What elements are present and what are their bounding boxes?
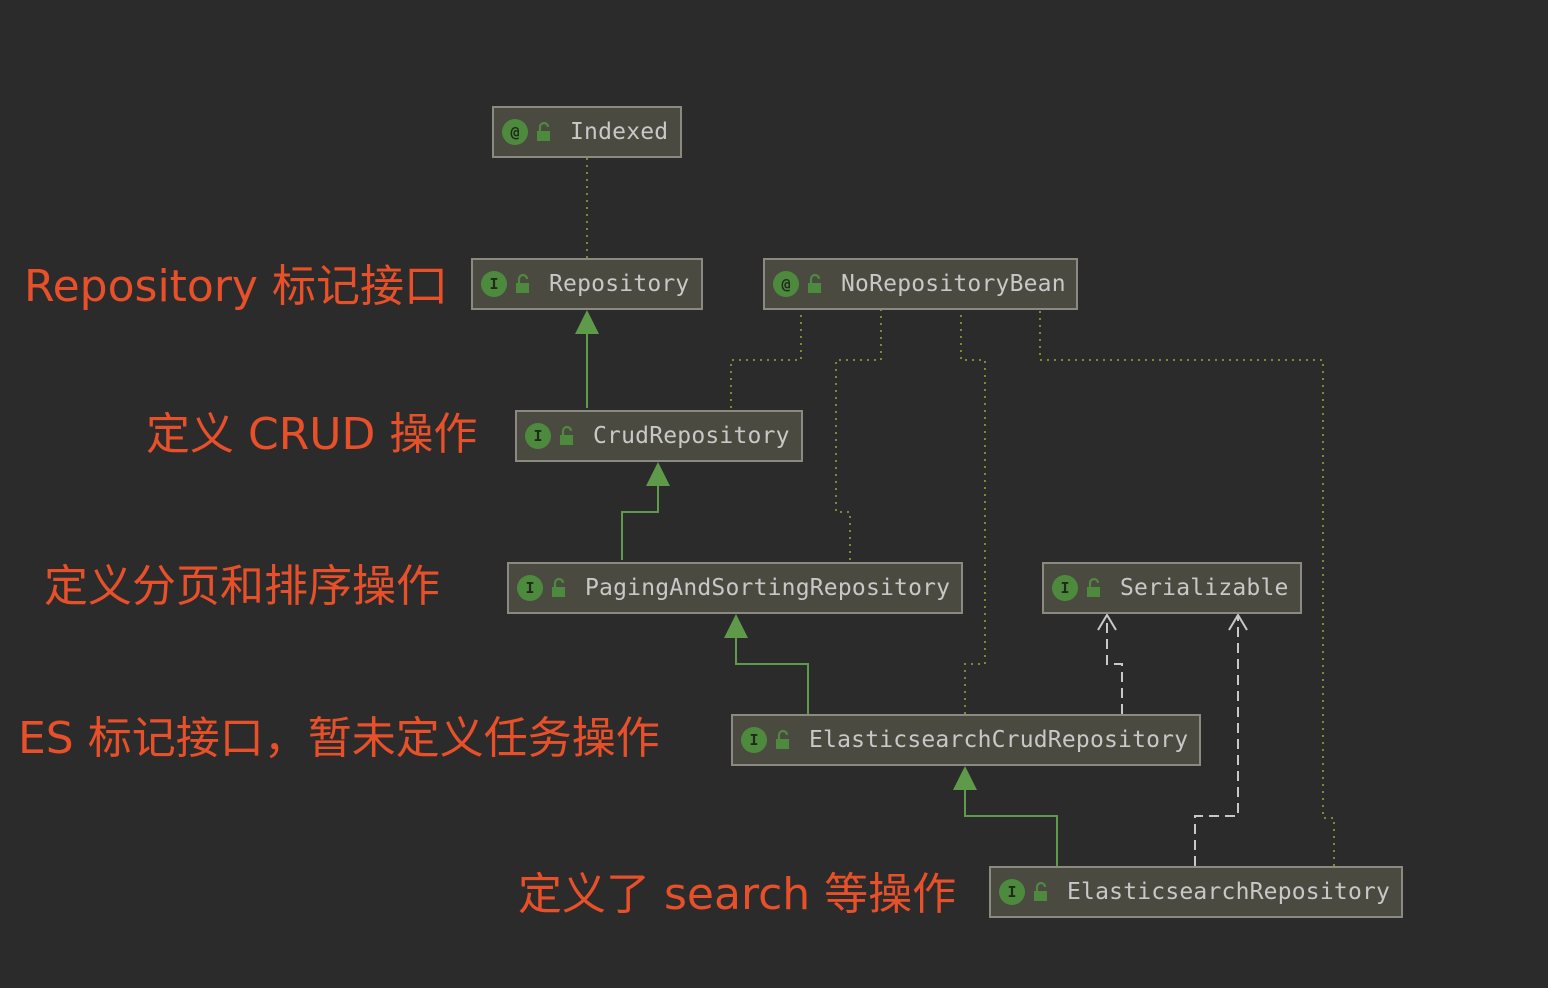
dependency-links bbox=[1106, 616, 1239, 866]
node-name: NoRepositoryBean bbox=[841, 271, 1066, 297]
node-repository[interactable]: I Repository bbox=[471, 258, 703, 310]
node-pagingandsortingrepository[interactable]: I PagingAndSortingRepository bbox=[507, 562, 963, 614]
node-crudrepository[interactable]: I CrudRepository bbox=[515, 410, 803, 462]
annotation-links bbox=[586, 158, 1335, 866]
node-norepositorybean[interactable]: @ NoRepositoryBean bbox=[763, 258, 1078, 310]
annotation-es-crud: ES 标记接口，暂未定义任务操作 bbox=[18, 713, 660, 764]
node-name: CrudRepository bbox=[593, 423, 790, 449]
interface-icon: I bbox=[517, 575, 543, 601]
link-esrepo-serializable bbox=[1194, 616, 1239, 866]
interface-icon: I bbox=[481, 271, 507, 297]
node-name: Indexed bbox=[570, 119, 669, 145]
annotation-paging: 定义分页和排序操作 bbox=[44, 561, 440, 612]
link-paging-crud bbox=[621, 484, 659, 560]
link-escrud-norepositorybean bbox=[960, 310, 986, 714]
node-elasticsearchcrudrepository[interactable]: I ElasticsearchCrudRepository bbox=[731, 714, 1201, 766]
dependency-arrowheads bbox=[1097, 613, 1248, 631]
annotation-crud: 定义 CRUD 操作 bbox=[146, 409, 478, 460]
lock-open-icon bbox=[513, 273, 535, 295]
lock-open-icon bbox=[557, 425, 579, 447]
annotation-es-repo: 定义了 search 等操作 bbox=[518, 869, 957, 920]
interface-icon: I bbox=[999, 879, 1025, 905]
lock-open-icon bbox=[1084, 577, 1106, 599]
node-indexed[interactable]: @ Indexed bbox=[492, 106, 682, 158]
node-name: Serializable bbox=[1120, 575, 1289, 601]
extends-arrowheads bbox=[575, 310, 977, 790]
link-crud-norepositorybean bbox=[730, 310, 802, 408]
arrowhead-crud-repository bbox=[575, 310, 599, 334]
interface-icon: I bbox=[741, 727, 767, 753]
interface-icon: I bbox=[1052, 575, 1078, 601]
node-elasticsearchrepository[interactable]: I ElasticsearchRepository bbox=[989, 866, 1403, 918]
arrowhead-esrepo-escrud bbox=[953, 766, 977, 790]
arrowhead-escrud-paging bbox=[724, 614, 748, 638]
node-name: Repository bbox=[549, 271, 690, 297]
extends-links bbox=[586, 332, 1058, 866]
link-escrud-serializable bbox=[1106, 616, 1123, 714]
annotation-repository: Repository 标记接口 bbox=[24, 261, 448, 312]
interface-icon: I bbox=[525, 423, 551, 449]
lock-open-icon bbox=[805, 273, 827, 295]
link-escrud-paging bbox=[735, 636, 809, 714]
node-name: ElasticsearchCrudRepository bbox=[809, 727, 1189, 753]
annotation-type-icon: @ bbox=[502, 119, 528, 145]
arrowhead-escrud-serializable bbox=[1097, 613, 1117, 631]
arrowhead-esrepo-serializable bbox=[1228, 613, 1248, 631]
lock-open-icon bbox=[534, 121, 556, 143]
arrowhead-paging-crud bbox=[646, 462, 670, 486]
lock-open-icon bbox=[1031, 881, 1053, 903]
link-paging-norepositorybean bbox=[835, 310, 882, 560]
link-esrepo-norepositorybean bbox=[1039, 310, 1335, 866]
lock-open-icon bbox=[549, 577, 571, 599]
node-name: PagingAndSortingRepository bbox=[585, 575, 951, 601]
node-serializable[interactable]: I Serializable bbox=[1042, 562, 1302, 614]
link-esrepo-escrud bbox=[964, 788, 1058, 866]
node-name: ElasticsearchRepository bbox=[1067, 879, 1391, 905]
lock-open-icon bbox=[773, 729, 795, 751]
annotation-type-icon: @ bbox=[773, 271, 799, 297]
